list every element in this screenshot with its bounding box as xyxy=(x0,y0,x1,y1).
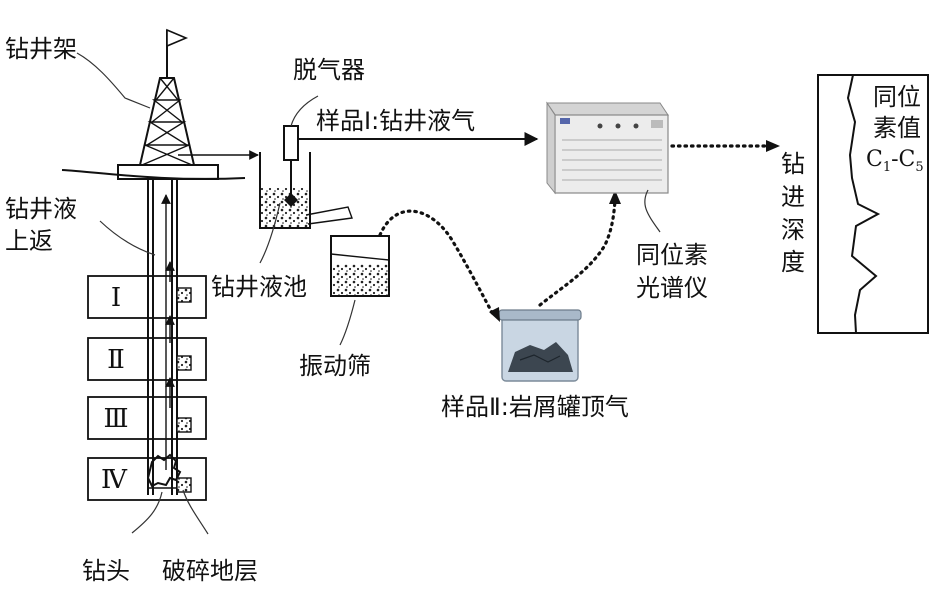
derrick xyxy=(117,28,219,180)
formation-layer-2: Ⅱ xyxy=(87,337,207,381)
isotope-log-panel xyxy=(817,74,929,334)
depth-label-char4: 度 xyxy=(781,248,805,276)
mud-return-label-line2: 上返 xyxy=(5,227,53,255)
shaker-screen xyxy=(330,235,390,297)
ground-surface xyxy=(61,169,246,180)
isotope-value-label-line2: 素值 xyxy=(873,114,921,142)
spectrometer-label-line1: 同位素 xyxy=(636,241,708,269)
shaker-label: 振动筛 xyxy=(299,352,371,380)
formation-layer-3: Ⅲ xyxy=(87,396,207,440)
cuttings-canister xyxy=(498,309,582,382)
isotope-range-label: C1-C5 xyxy=(866,147,924,175)
formation-label: 破碎地层 xyxy=(162,557,258,585)
derrick-label: 钻井架 xyxy=(5,35,77,63)
svg-text:Ⅲ: Ⅲ xyxy=(103,404,128,434)
leader-lines xyxy=(76,52,661,535)
formation-layer-1: Ⅰ xyxy=(87,275,207,319)
isotope-value-label-line1: 同位 xyxy=(873,83,921,111)
svg-text:Ⅱ: Ⅱ xyxy=(107,345,125,375)
degasser-label: 脱气器 xyxy=(293,56,365,84)
svg-text:Ⅳ: Ⅳ xyxy=(101,465,128,495)
formation-layer-4: Ⅳ xyxy=(87,457,207,501)
mud-pit-label: 钻井液池 xyxy=(211,273,307,301)
depth-label-char1: 钻 xyxy=(781,150,805,178)
isotope-spectrometer xyxy=(546,101,669,195)
sample-2-label: 样品Ⅱ:岩屑罐顶气 xyxy=(441,393,629,421)
dotted-flow-paths xyxy=(378,140,780,322)
mud-return-label-line1: 钻井液 xyxy=(5,195,77,223)
sample-1-label: 样品Ⅰ:钻井液气 xyxy=(316,107,475,135)
depth-label-char3: 深 xyxy=(781,216,805,244)
svg-text:Ⅰ: Ⅰ xyxy=(111,283,121,313)
formation-layers: Ⅰ Ⅱ Ⅲ Ⅳ xyxy=(87,275,207,501)
depth-label-char2: 进 xyxy=(781,183,805,211)
bit-label: 钻头 xyxy=(82,557,130,585)
mud-pit xyxy=(259,152,353,229)
spectrometer-label-line2: 光谱仪 xyxy=(636,274,708,302)
